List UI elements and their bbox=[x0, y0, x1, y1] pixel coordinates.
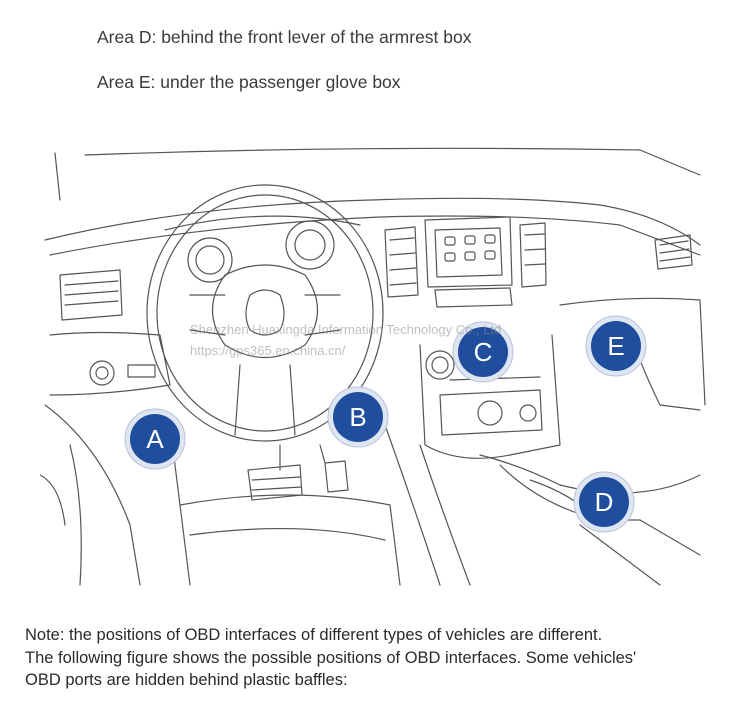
note-line-3: OBD ports are hidden behind plastic baff… bbox=[25, 671, 348, 689]
marker-b: B bbox=[328, 387, 388, 447]
marker-e: E bbox=[586, 316, 646, 376]
marker-c-label: C bbox=[474, 337, 493, 367]
dashboard-line-art: A B C D E bbox=[40, 145, 710, 590]
car-interior-illustration: A B C D E bbox=[40, 145, 710, 590]
marker-e-label: E bbox=[607, 331, 624, 361]
marker-d-label: D bbox=[595, 487, 614, 517]
watermark-company: Shenzhen Huaxingda Information Technolog… bbox=[190, 322, 501, 337]
obd-note: Note: the positions of OBD interfaces of… bbox=[25, 624, 735, 692]
watermark-url: https://gps365.en.china.cn/ bbox=[190, 343, 345, 358]
note-line-1: Note: the positions of OBD interfaces of… bbox=[25, 626, 602, 644]
cut-off-text-fragment bbox=[300, 0, 360, 2]
area-e-description: Area E: under the passenger glove box bbox=[97, 72, 401, 93]
marker-a: A bbox=[125, 409, 185, 469]
area-d-description: Area D: behind the front lever of the ar… bbox=[97, 27, 472, 48]
marker-a-label: A bbox=[146, 424, 164, 454]
note-line-2: The following figure shows the possible … bbox=[25, 649, 636, 667]
marker-b-label: B bbox=[349, 402, 366, 432]
marker-d: D bbox=[574, 472, 634, 532]
